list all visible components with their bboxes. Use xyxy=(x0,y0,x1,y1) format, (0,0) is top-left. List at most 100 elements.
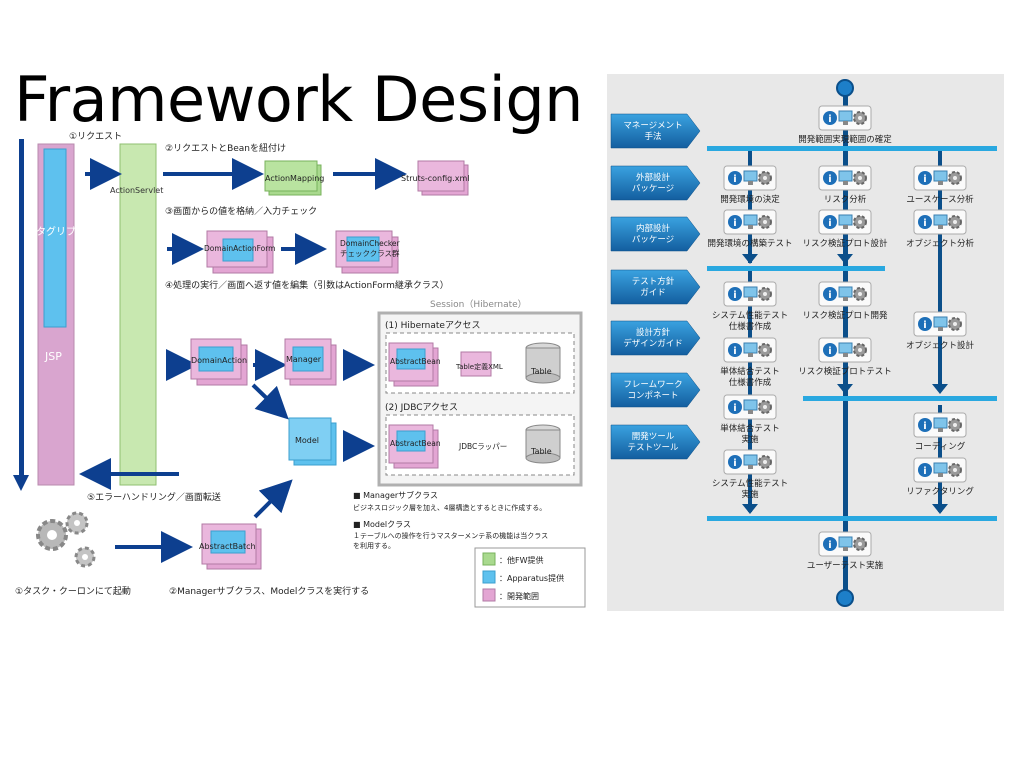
svg-text:i: i xyxy=(923,320,926,331)
process-node-c4: i コーディング xyxy=(913,412,967,452)
jdbc-title: (2) JDBCアクセス xyxy=(385,402,458,413)
struts-label: Struts-config.xml xyxy=(401,174,470,183)
monitor-icon xyxy=(743,342,758,357)
info-icon: i xyxy=(728,215,742,229)
batch-step-1-label: ①タスク・クーロンにて起動 xyxy=(15,586,131,597)
tools-icon xyxy=(758,171,772,185)
monitor-icon xyxy=(743,399,758,414)
svg-text:i: i xyxy=(923,174,926,185)
checker-label-2: チェッククラス群 xyxy=(340,248,400,258)
monitor-icon xyxy=(933,214,948,229)
monitor-icon xyxy=(838,214,853,229)
phase-labels: マネージメント手法外部設計パッケージ内部設計パッケージテスト方針ガイド設計方針デ… xyxy=(610,113,701,460)
svg-text:i: i xyxy=(733,403,736,414)
svg-text:i: i xyxy=(923,218,926,229)
process-node-label: 単体結合テスト xyxy=(720,366,780,377)
abstract-batch: AbstractBatch xyxy=(199,523,262,570)
info-icon: i xyxy=(823,287,837,301)
process-node-n9: i ユーザーテスト実施 xyxy=(807,531,884,571)
info-icon: i xyxy=(728,455,742,469)
jsp-column: タグリブ JSP xyxy=(36,143,76,486)
process-node-label: 開発環境の決定 xyxy=(720,194,780,205)
process-node-label: システム性能テスト xyxy=(712,310,788,321)
process-node-label: リファクタリング xyxy=(906,486,974,497)
monitor-icon xyxy=(933,170,948,185)
note-manager-body: ビジネスロジック層を加え、4層構造とするときに作成する。 xyxy=(353,503,546,512)
framework-architecture-diagram: タグリブ JSP ActionServlet ①リクエスト ②リクエストとBea… xyxy=(13,131,586,608)
action-servlet: ActionServlet xyxy=(110,143,163,486)
note-model-body-2: を利用する。 xyxy=(353,541,395,550)
legend-other: ：他FW提供 xyxy=(499,555,544,565)
domain-checker: DomainChecker チェッククラス群 xyxy=(335,230,401,274)
domain-action: DomainAction xyxy=(190,338,248,386)
step-2-label: ②リクエストとBeanを紐付け xyxy=(165,142,286,154)
info-icon: i xyxy=(918,418,932,432)
process-nodes: i開発範囲実現範囲の確定i開発環境の決定i開発環境の構築テストiシステム性能テス… xyxy=(707,105,975,571)
slide-title: Framework Design xyxy=(14,63,583,136)
note-model-head: ■ Modelクラス xyxy=(353,520,411,529)
model-label: Model xyxy=(295,436,319,445)
phase-label-text: デザインガイド xyxy=(623,338,683,349)
process-node-c5: i リファクタリング xyxy=(906,457,974,497)
process-node-label: ユーザーテスト実施 xyxy=(807,560,884,571)
h-table-label: Table xyxy=(530,367,552,376)
tools-icon xyxy=(758,215,772,229)
tools-icon xyxy=(853,111,867,125)
note-manager-head: ■ Managerサブクラス xyxy=(353,490,438,500)
process-node-label: システム性能テスト xyxy=(712,478,788,489)
servlet-label: ActionServlet xyxy=(110,186,163,195)
monitor-icon xyxy=(838,286,853,301)
info-icon: i xyxy=(823,537,837,551)
phase-label-text: テストツール xyxy=(627,443,679,453)
step-1-label: ①リクエスト xyxy=(69,131,122,142)
monitor-icon xyxy=(743,214,758,229)
process-node-c3: i オブジェクト設計 xyxy=(906,311,975,351)
process-node-a2: i 開発環境の構築テスト xyxy=(707,209,793,249)
info-icon: i xyxy=(728,343,742,357)
svg-text:i: i xyxy=(923,421,926,432)
down-arrow-left xyxy=(13,139,29,491)
svg-text:i: i xyxy=(828,218,831,229)
phase-label-text: 手法 xyxy=(644,131,661,142)
process-node-label: 開発環境の構築テスト xyxy=(707,238,792,249)
session-hibernate: Session（Hibernate） (1) Hibernateアクセス Abs… xyxy=(377,299,583,487)
monitor-icon xyxy=(838,110,853,125)
tools-icon xyxy=(948,171,962,185)
info-icon: i xyxy=(823,215,837,229)
tools-icon xyxy=(948,418,962,432)
process-node-label: オブジェクト分析 xyxy=(906,238,975,249)
phase-label-text: フレームワーク xyxy=(623,380,682,390)
tools-icon xyxy=(948,215,962,229)
info-icon: i xyxy=(728,400,742,414)
struts-config: Struts-config.xml xyxy=(401,160,470,196)
mapping-label: ActionMapping xyxy=(265,174,324,183)
monitor-icon xyxy=(933,417,948,432)
process-node-label: オブジェクト設計 xyxy=(906,340,975,351)
j-table-label: Table xyxy=(530,447,552,456)
tools-icon xyxy=(853,343,867,357)
svg-text:i: i xyxy=(733,458,736,469)
development-process-flow: マネージメント手法外部設計パッケージ内部設計パッケージテスト方針ガイド設計方針デ… xyxy=(607,74,1004,611)
svg-text:i: i xyxy=(733,290,736,301)
phase-label-text: パッケージ xyxy=(632,235,674,245)
monitor-icon xyxy=(838,536,853,551)
info-icon: i xyxy=(918,317,932,331)
taglib-label: タグリブ xyxy=(36,225,76,238)
process-node-label: 実施 xyxy=(741,489,759,500)
phase-label-text: 内部設計 xyxy=(636,223,671,234)
process-node-label: リスク分析 xyxy=(824,194,867,205)
process-node-label: コーディング xyxy=(915,441,966,452)
tools-icon xyxy=(758,455,772,469)
action-mapping: ActionMapping xyxy=(264,160,324,196)
process-node-label: 単体結合テスト xyxy=(720,423,780,434)
manager-box: Manager xyxy=(284,338,337,386)
info-icon: i xyxy=(918,463,932,477)
